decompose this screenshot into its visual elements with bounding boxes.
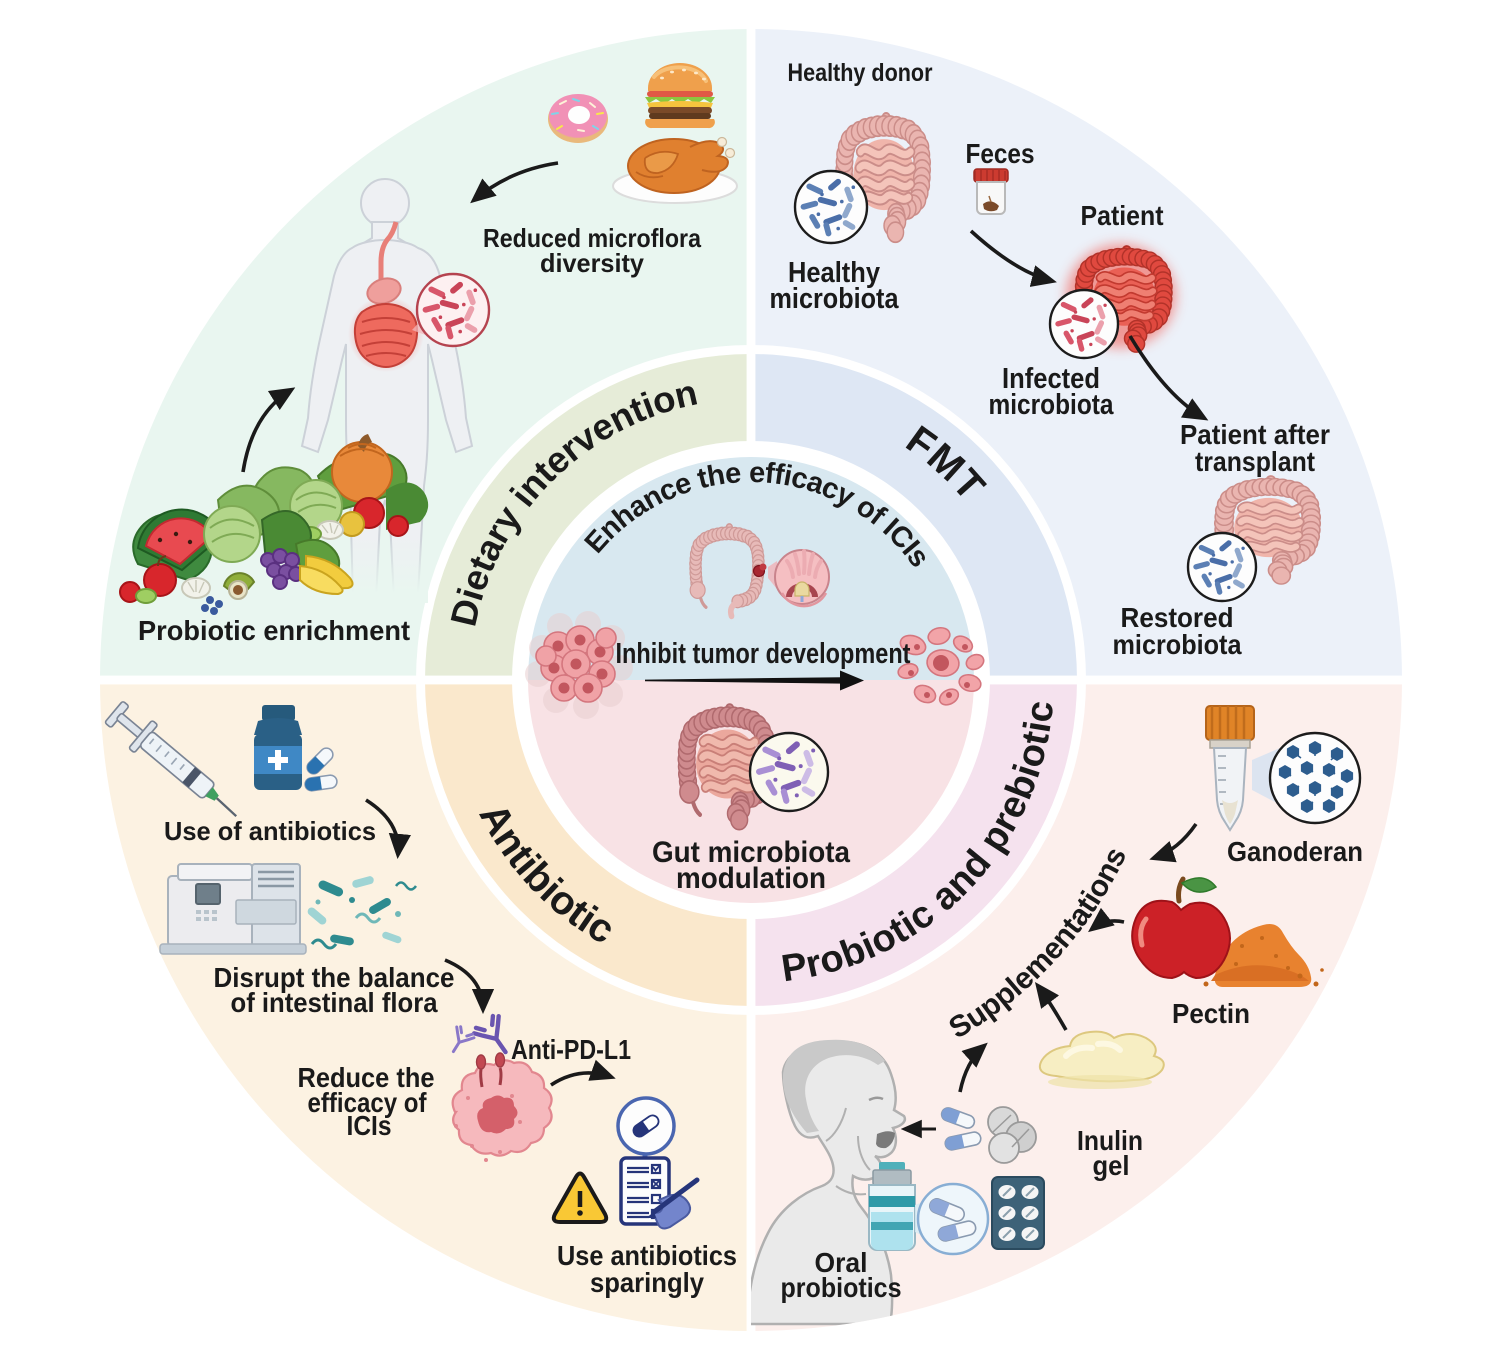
- svg-text:of intestinal flora: of intestinal flora: [231, 987, 438, 1018]
- svg-text:Ganoderan: Ganoderan: [1227, 836, 1363, 867]
- svg-text:Feces: Feces: [966, 138, 1035, 169]
- svg-text:Reduced microflora: Reduced microflora: [483, 223, 701, 253]
- svg-text:Oral: Oral: [815, 1247, 868, 1278]
- svg-text:Use antibiotics: Use antibiotics: [557, 1240, 737, 1271]
- svg-text:transplant: transplant: [1195, 446, 1315, 477]
- svg-text:Inulin: Inulin: [1077, 1125, 1143, 1156]
- svg-text:Healthy donor: Healthy donor: [788, 59, 933, 87]
- svg-text:microbiota: microbiota: [770, 283, 900, 315]
- svg-text:ICIs: ICIs: [347, 1110, 392, 1141]
- svg-text:Gut microbiota: Gut microbiota: [652, 836, 850, 869]
- svg-text:Restored: Restored: [1121, 602, 1234, 633]
- svg-text:gel: gel: [1093, 1150, 1130, 1181]
- svg-text:efficacy of: efficacy of: [308, 1087, 428, 1118]
- svg-text:Probiotic enrichment: Probiotic enrichment: [138, 615, 410, 646]
- svg-text:Healthy: Healthy: [788, 257, 880, 289]
- svg-text:modulation: modulation: [676, 862, 826, 895]
- svg-text:Infected: Infected: [1002, 363, 1100, 395]
- svg-text:probiotics: probiotics: [781, 1272, 902, 1303]
- svg-text:Pectin: Pectin: [1172, 998, 1250, 1029]
- svg-text:Use of antibiotics: Use of antibiotics: [164, 816, 376, 846]
- svg-text:Anti-PD-L1: Anti-PD-L1: [511, 1034, 631, 1065]
- svg-text:Reduce the: Reduce the: [298, 1062, 435, 1093]
- svg-text:Inhibit tumor development: Inhibit tumor development: [616, 638, 911, 670]
- svg-text:sparingly: sparingly: [590, 1267, 704, 1298]
- svg-text:microbiota: microbiota: [989, 389, 1115, 421]
- svg-text:diversity: diversity: [540, 248, 645, 278]
- svg-text:Disrupt the balance: Disrupt the balance: [214, 962, 455, 993]
- svg-text:microbiota: microbiota: [1113, 629, 1242, 660]
- svg-text:Patient after: Patient after: [1180, 419, 1330, 450]
- svg-text:Patient: Patient: [1081, 200, 1164, 231]
